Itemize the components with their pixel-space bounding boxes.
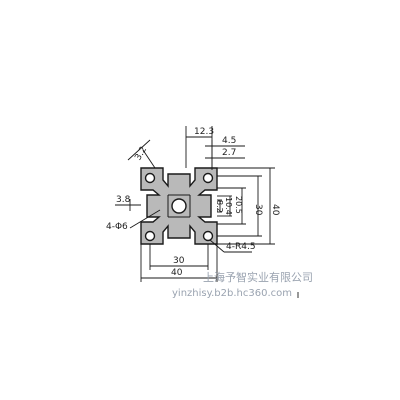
corner-hole-bl bbox=[144, 230, 156, 242]
dim-8-2: 8.2 bbox=[215, 200, 224, 213]
watermark: 上海予智实业有限公司 yinzhisy.b2b.hc360.com bbox=[172, 270, 313, 299]
dim-40-width: 40 bbox=[171, 268, 183, 278]
hole-callout: 4-Φ6 bbox=[106, 222, 128, 232]
aluminum-profile bbox=[140, 167, 218, 245]
corner-hole-tl bbox=[144, 172, 156, 184]
dim-12-3: 12.3 bbox=[194, 127, 214, 137]
dim-3-8: 3.8 bbox=[116, 195, 131, 205]
dim-30-height: 30 bbox=[253, 204, 263, 216]
dim-40-height: 40 bbox=[270, 204, 280, 216]
dim-4-5: 4.5 bbox=[222, 136, 236, 146]
radius-callout: 4-R4.5 bbox=[226, 242, 256, 252]
watermark-url: yinzhisy.b2b.hc360.com bbox=[172, 288, 292, 299]
dim-20-5: 20.5 bbox=[234, 196, 243, 214]
dim-3-2: 3.2 bbox=[133, 145, 149, 162]
dim-30-width: 30 bbox=[173, 256, 185, 266]
dimension-lines bbox=[115, 126, 299, 298]
dim-10-4: 10.4 bbox=[224, 197, 233, 215]
corner-hole-br bbox=[202, 230, 214, 242]
corner-hole-tr bbox=[202, 172, 214, 184]
watermark-company: 上海予智实业有限公司 bbox=[203, 270, 313, 284]
dim-2-7: 2.7 bbox=[222, 148, 236, 158]
